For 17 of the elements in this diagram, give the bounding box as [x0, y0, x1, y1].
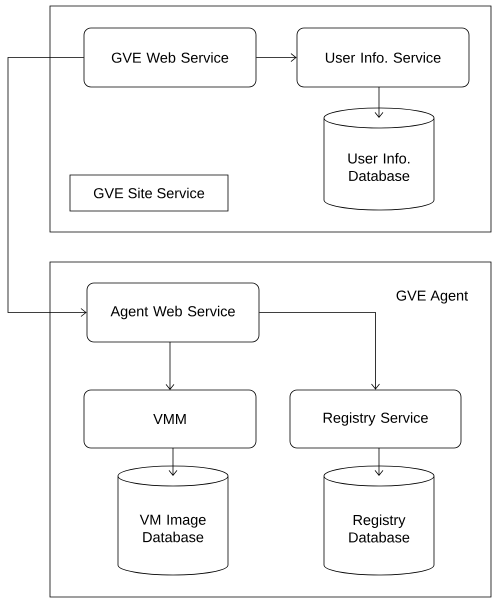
arrow [259, 312, 380, 390]
arrow [168, 448, 178, 476]
arrow [374, 448, 384, 476]
process-box: Registry Service [290, 390, 462, 448]
database-cylinder: User Info. Database [324, 108, 434, 210]
process-box: User Info. Service [296, 28, 470, 88]
process-box: VMM [84, 390, 256, 448]
process-box: Agent Web Service [86, 282, 260, 342]
arrow [166, 342, 174, 390]
arrow [374, 86, 384, 118]
arrow [256, 53, 297, 62]
arrow [8, 57, 87, 317]
heading-box: GVE Site Service [70, 174, 228, 212]
container-heading: GVE Agent [396, 290, 468, 304]
process-box: GVE Web Service [84, 28, 256, 88]
database-cylinder: VM Image Database [118, 466, 228, 576]
database-cylinder: Registry Database [324, 466, 434, 576]
